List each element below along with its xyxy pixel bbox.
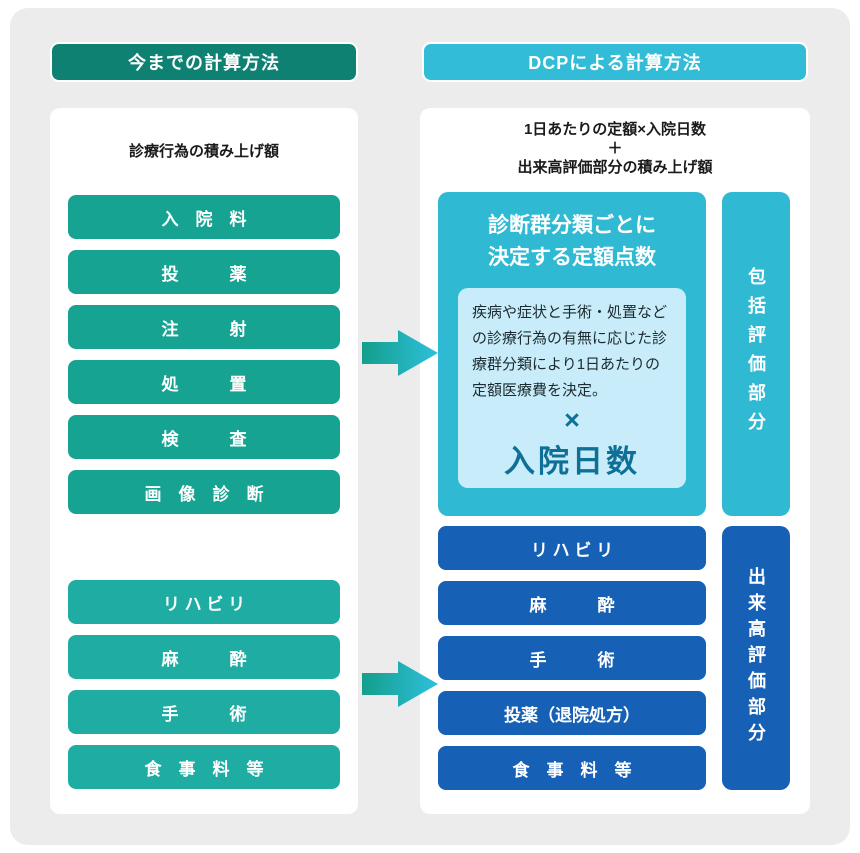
right-arrow-icon <box>362 330 438 376</box>
legacy-item-procedure: 処 置 <box>68 360 340 404</box>
dcp-item-anesthesia: 麻 酔 <box>438 581 706 625</box>
legacy-item-meal-fees: 食 事 料 等 <box>68 745 340 789</box>
dcp-method-header: DCPによる計算方法 <box>422 42 808 82</box>
legacy-item-anesthesia: 麻 酔 <box>68 635 340 679</box>
dcp-flat-fee-detail-box: 疾病や症状と手術・処置などの診療行為の有無に応じた診療群分類により1日あたりの定… <box>458 288 686 488</box>
dcp-formula: 1日あたりの定額×入院日数 ＋ 出来高評価部分の積み上げ額 <box>420 120 810 177</box>
legacy-subtitle: 診療行為の積み上げ額 <box>128 143 279 160</box>
dcp-item-discharge-prescription: 投薬（退院処方） <box>438 691 706 735</box>
legacy-method-panel: 診療行為の積み上げ額 入 院 料 投 薬 注 射 処 置 検 査 画 像 診 断… <box>50 108 358 814</box>
bundled-evaluation-label: 包括評価部分 <box>746 267 766 441</box>
dcp-flat-fee-title: 診断群分類ごとに 決定する定額点数 <box>438 210 706 274</box>
legacy-item-rehabilitation: リ ハ ビ リ <box>68 580 340 624</box>
dcp-item-surgery: 手 術 <box>438 636 706 680</box>
legacy-item-examination: 検 査 <box>68 415 340 459</box>
legacy-item-hospitalization-fee: 入 院 料 <box>68 195 340 239</box>
dcp-formula-line1: 1日あたりの定額×入院日数 <box>523 121 707 138</box>
legacy-item-surgery: 手 術 <box>68 690 340 734</box>
dcp-item-meal-fees: 食 事 料 等 <box>438 746 706 790</box>
legacy-item-injection: 注 射 <box>68 305 340 349</box>
dcp-formula-plus: ＋ <box>607 140 623 157</box>
fee-for-service-label: 出来高評価部分 <box>746 567 766 749</box>
dcp-item-rehabilitation: リ ハ ビ リ <box>438 526 706 570</box>
fee-for-service-label-box: 出来高評価部分 <box>722 526 790 790</box>
bundled-evaluation-label-box: 包括評価部分 <box>722 192 790 516</box>
right-arrow-icon <box>362 661 438 707</box>
hospitalization-days-label: 入院日数 <box>504 444 640 479</box>
dcp-flat-fee-title-line1: 診断群分類ごとに <box>488 214 656 237</box>
legacy-item-imaging-diagnosis: 画 像 診 断 <box>68 470 340 514</box>
legacy-method-header: 今までの計算方法 <box>50 42 358 82</box>
multiply-sign: × <box>564 405 580 435</box>
dcp-formula-line2: 出来高評価部分の積み上げ額 <box>517 159 713 176</box>
dcp-flat-fee-box: 診断群分類ごとに 決定する定額点数 疾病や症状と手術・処置などの診療行為の有無に… <box>438 192 706 516</box>
legacy-item-medication: 投 薬 <box>68 250 340 294</box>
dcp-flat-fee-title-line2: 決定する定額点数 <box>488 246 656 269</box>
dcp-method-panel: 1日あたりの定額×入院日数 ＋ 出来高評価部分の積み上げ額 診断群分類ごとに 決… <box>420 108 810 814</box>
dcp-flat-fee-description: 疾病や症状と手術・処置などの診療行為の有無に応じた診療群分類により1日あたりの定… <box>472 304 668 399</box>
